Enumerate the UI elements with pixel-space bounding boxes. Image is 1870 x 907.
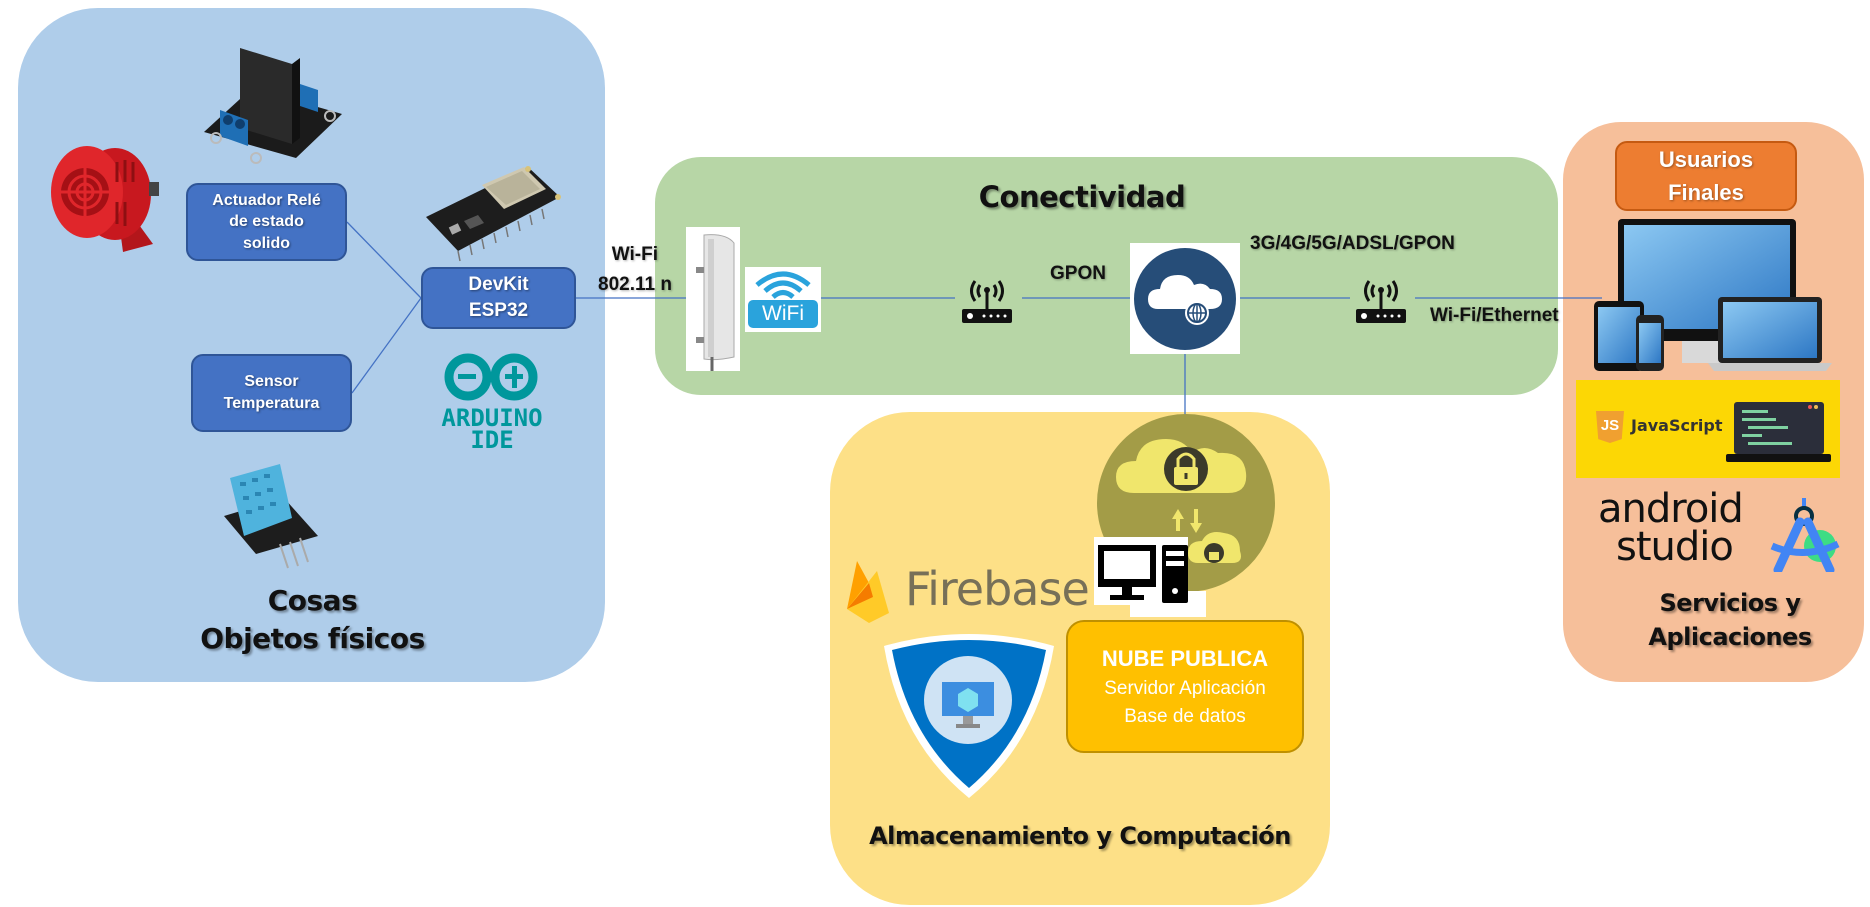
end-users-line1: Usuarios xyxy=(1658,147,1754,172)
android-studio-compass-icon xyxy=(1770,498,1840,572)
computer-icon xyxy=(1094,537,1206,617)
storage-panel-title: Almacenamiento y Computación xyxy=(869,822,1291,850)
actuator-label-line2: de estado xyxy=(229,213,304,231)
android-studio-line1: android xyxy=(1598,486,1744,532)
wifi-logo-text: WiFi xyxy=(748,300,818,328)
user-devices-icon xyxy=(1594,219,1832,371)
access-network-label: 3G/4G/5G/ADSL/GPON xyxy=(1250,233,1455,254)
firebase-logo-text: Firebase xyxy=(905,562,1090,616)
actuator-label-line3: solido xyxy=(242,234,291,252)
android-studio-logo-text: android studio xyxy=(1598,486,1778,570)
end-users-box: Usuarios Finales xyxy=(1615,141,1797,211)
firebase-flame-icon xyxy=(847,561,889,623)
android-studio-line2: studio xyxy=(1616,524,1734,570)
devkit-esp32-node: DevKit ESP32 xyxy=(421,267,576,329)
things-title-line1: Cosas xyxy=(267,584,358,617)
arduino-infinity-icon xyxy=(444,353,538,401)
gpon-link-label: GPON xyxy=(1050,263,1106,284)
actuator-relay-node: Actuador Relé de estado solido xyxy=(186,183,347,261)
wifi-link-label: Wi-Fi xyxy=(611,244,658,265)
wifi-signal-icon xyxy=(755,271,811,299)
wifi-standard-label: 802.11 n xyxy=(598,274,672,295)
services-title-line2: Aplicaciones xyxy=(1648,623,1812,651)
devkit-label-line1: DevKit xyxy=(468,274,529,296)
esp32-board-icon xyxy=(426,166,561,262)
internet-cloud-icon xyxy=(1130,243,1240,354)
public-cloud-box: NUBE PUBLICA Servidor Aplicación Base de… xyxy=(1066,620,1304,753)
things-panel-title: Cosas Objetos físicos xyxy=(140,582,485,658)
sensor-label-line2: Temperatura xyxy=(223,395,320,412)
public-cloud-title: NUBE PUBLICA xyxy=(1101,645,1269,671)
public-cloud-line2: Base de datos xyxy=(1124,705,1246,727)
sector-antenna-icon xyxy=(686,227,740,371)
arduino-ide-logo: ARDUINO IDE xyxy=(436,352,548,454)
public-cloud-line1: Servidor Aplicación xyxy=(1104,677,1266,699)
actuator-label-line1: Actuador Relé xyxy=(212,191,321,209)
code-laptop-icon xyxy=(1726,402,1831,462)
arduino-logo-line1: ARDUINO xyxy=(441,404,543,432)
connectivity-title: Conectividad xyxy=(978,180,1186,214)
services-panel-title: Servicios y Aplicaciones xyxy=(1575,586,1870,654)
javascript-banner: JS JavaScript xyxy=(1576,380,1840,478)
temperature-sensor-node: Sensor Temperatura xyxy=(191,354,352,432)
services-title-line1: Servicios y xyxy=(1659,589,1802,617)
dht-sensor-icon xyxy=(224,464,318,569)
router-icon xyxy=(962,280,1012,323)
azure-vm-shield-icon xyxy=(884,634,1054,798)
javascript-label: JavaScript xyxy=(1631,416,1723,435)
devkit-label-line2: ESP32 xyxy=(468,300,529,321)
router-icon xyxy=(1356,280,1406,323)
relay-board-icon xyxy=(204,48,342,164)
wifi-ethernet-label: Wi-Fi/Ethernet xyxy=(1430,305,1559,326)
js-shield-icon: JS xyxy=(1596,411,1624,443)
end-users-line2: Finales xyxy=(1668,180,1744,205)
sensor-label-line1: Sensor xyxy=(244,373,299,391)
siren-icon xyxy=(51,146,159,252)
things-title-line2: Objetos físicos xyxy=(200,622,425,655)
arduino-logo-line2: IDE xyxy=(470,426,514,454)
wifi-logo: WiFi xyxy=(745,267,821,332)
